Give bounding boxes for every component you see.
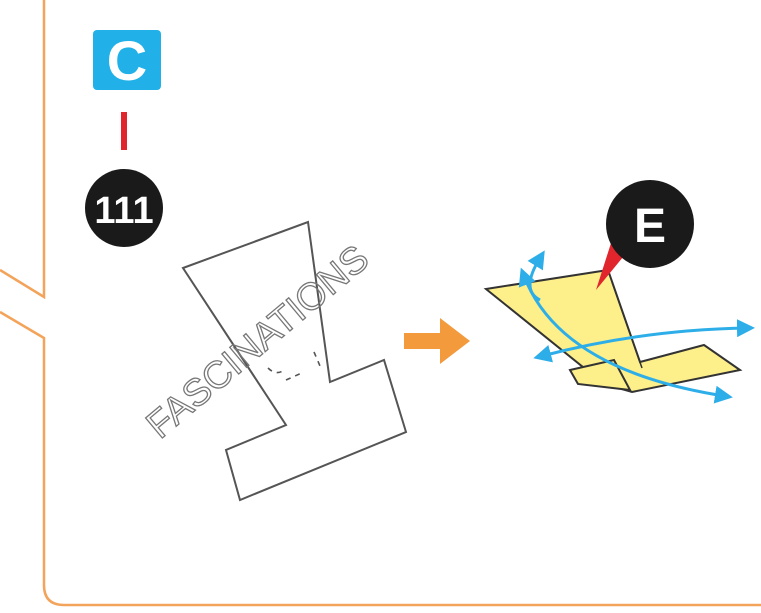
- part-number-badge: 111: [85, 169, 163, 247]
- callout-e: E: [596, 180, 694, 290]
- right-arrow-icon: [404, 318, 470, 364]
- flat-part-outline: [181, 220, 408, 502]
- fold-lines: [267, 351, 321, 381]
- callout-letter: E: [634, 200, 666, 253]
- section-badge: C: [93, 29, 161, 92]
- part-number: 111: [94, 190, 153, 232]
- section-letter: C: [107, 29, 147, 92]
- bend-arrow-icon: [518, 250, 755, 404]
